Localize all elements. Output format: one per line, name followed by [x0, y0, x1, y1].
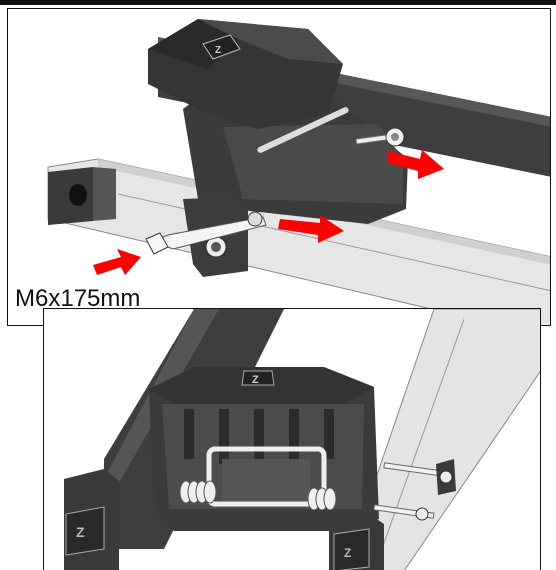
svg-text:Z: Z: [215, 45, 221, 56]
brand-logo-icon: Z: [202, 34, 241, 60]
handle-loop: [206, 446, 327, 507]
upper-bolt: [355, 127, 405, 147]
svg-text:Z: Z: [344, 546, 351, 560]
bolt-size-label: M6x175mm: [13, 284, 143, 314]
mounting-bolts: [373, 459, 456, 521]
brand-logo-icon: Z: [241, 370, 275, 386]
step-panel-top: Z: [7, 8, 551, 326]
spring-left: [179, 480, 217, 504]
arrow-right-icon: [278, 215, 344, 243]
arrow-right-icon: [93, 249, 141, 275]
assembly-illustration-top: Z: [47, 19, 550, 325]
step-panel-bottom: Z Z: [43, 308, 541, 570]
arrow-right-icon: [388, 150, 444, 179]
svg-text:Z: Z: [252, 374, 259, 386]
spring-right: [307, 487, 337, 511]
assembly-illustration-bottom: Z Z: [64, 309, 540, 570]
long-bolt: [145, 211, 267, 255]
top-rule: [0, 0, 556, 5]
svg-text:Z: Z: [76, 524, 85, 540]
